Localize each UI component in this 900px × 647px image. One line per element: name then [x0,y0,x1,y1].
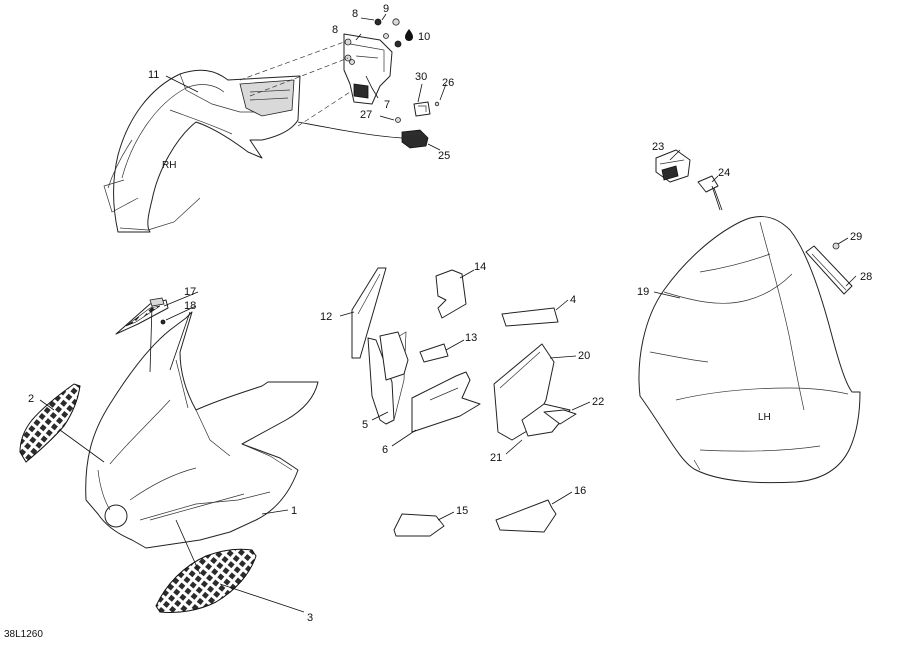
mounting-bracket [343,33,393,105]
mesh-grille-bottom [155,548,257,613]
callout-30: 30 [415,71,427,83]
wire-connector [401,129,429,149]
callout-11: 11 [148,69,159,81]
callout-18: 18 [184,300,196,312]
callout-13: 13 [465,332,477,344]
decal-5-inner [379,331,409,381]
callout-19: 19 [637,286,649,298]
callout-1: 1 [291,505,297,517]
callout-10: 10 [418,31,430,43]
callout-16: 16 [574,485,586,497]
decal-13 [419,343,449,363]
callout-numbers: 11 8 8 9 10 7 30 26 27 25 23 24 29 28 19… [28,3,872,624]
nose-trim [115,297,169,335]
retaining-clip [413,101,431,117]
callout-23: 23 [652,141,664,153]
callout-9: 9 [383,3,389,15]
decal-15 [393,513,445,537]
screw-icon [832,242,840,250]
rh-label: RH [162,160,176,171]
callout-8b: 8 [332,24,338,36]
decal-22-inner [543,409,577,425]
callout-21: 21 [490,452,502,464]
callout-26: 26 [442,77,454,89]
callout-20: 20 [578,350,590,362]
callout-8a: 8 [352,8,358,20]
callout-15: 15 [456,505,468,517]
callout-24: 24 [718,167,730,179]
decal-16 [495,499,557,533]
front-nose [85,311,319,549]
lh-label: LH [758,412,771,423]
washer-icon [395,117,401,123]
callout-27: 27 [360,109,372,121]
callout-5: 5 [362,419,368,431]
callout-12: 12 [320,311,332,323]
callout-25: 25 [438,150,450,162]
callout-28: 28 [860,271,872,283]
fastener-icon [160,319,166,325]
decal-12 [351,267,387,359]
rh-side-panel [103,69,301,233]
lh-side-panel [638,215,861,484]
screw-icon [434,101,440,107]
clip-housing [655,149,691,183]
grab-handle [805,245,853,295]
callout-4: 4 [570,294,576,306]
callout-22: 22 [592,396,604,408]
decal-4 [501,307,559,327]
decal-6 [411,371,481,433]
callout-3: 3 [307,612,313,624]
callout-17: 17 [184,286,196,298]
callout-29: 29 [850,231,862,243]
push-rivet [697,175,723,211]
leader-lines [39,13,857,613]
drop-icon [405,29,413,41]
callout-6: 6 [382,444,388,456]
callout-14: 14 [474,261,486,273]
bracket-hardware [374,18,402,48]
reference-code: 38L1260 [4,629,43,640]
mesh-grille-left [19,383,81,463]
decal-14 [435,269,467,319]
callout-7: 7 [384,99,390,111]
callout-2: 2 [28,393,34,405]
decal-5 [367,337,395,425]
